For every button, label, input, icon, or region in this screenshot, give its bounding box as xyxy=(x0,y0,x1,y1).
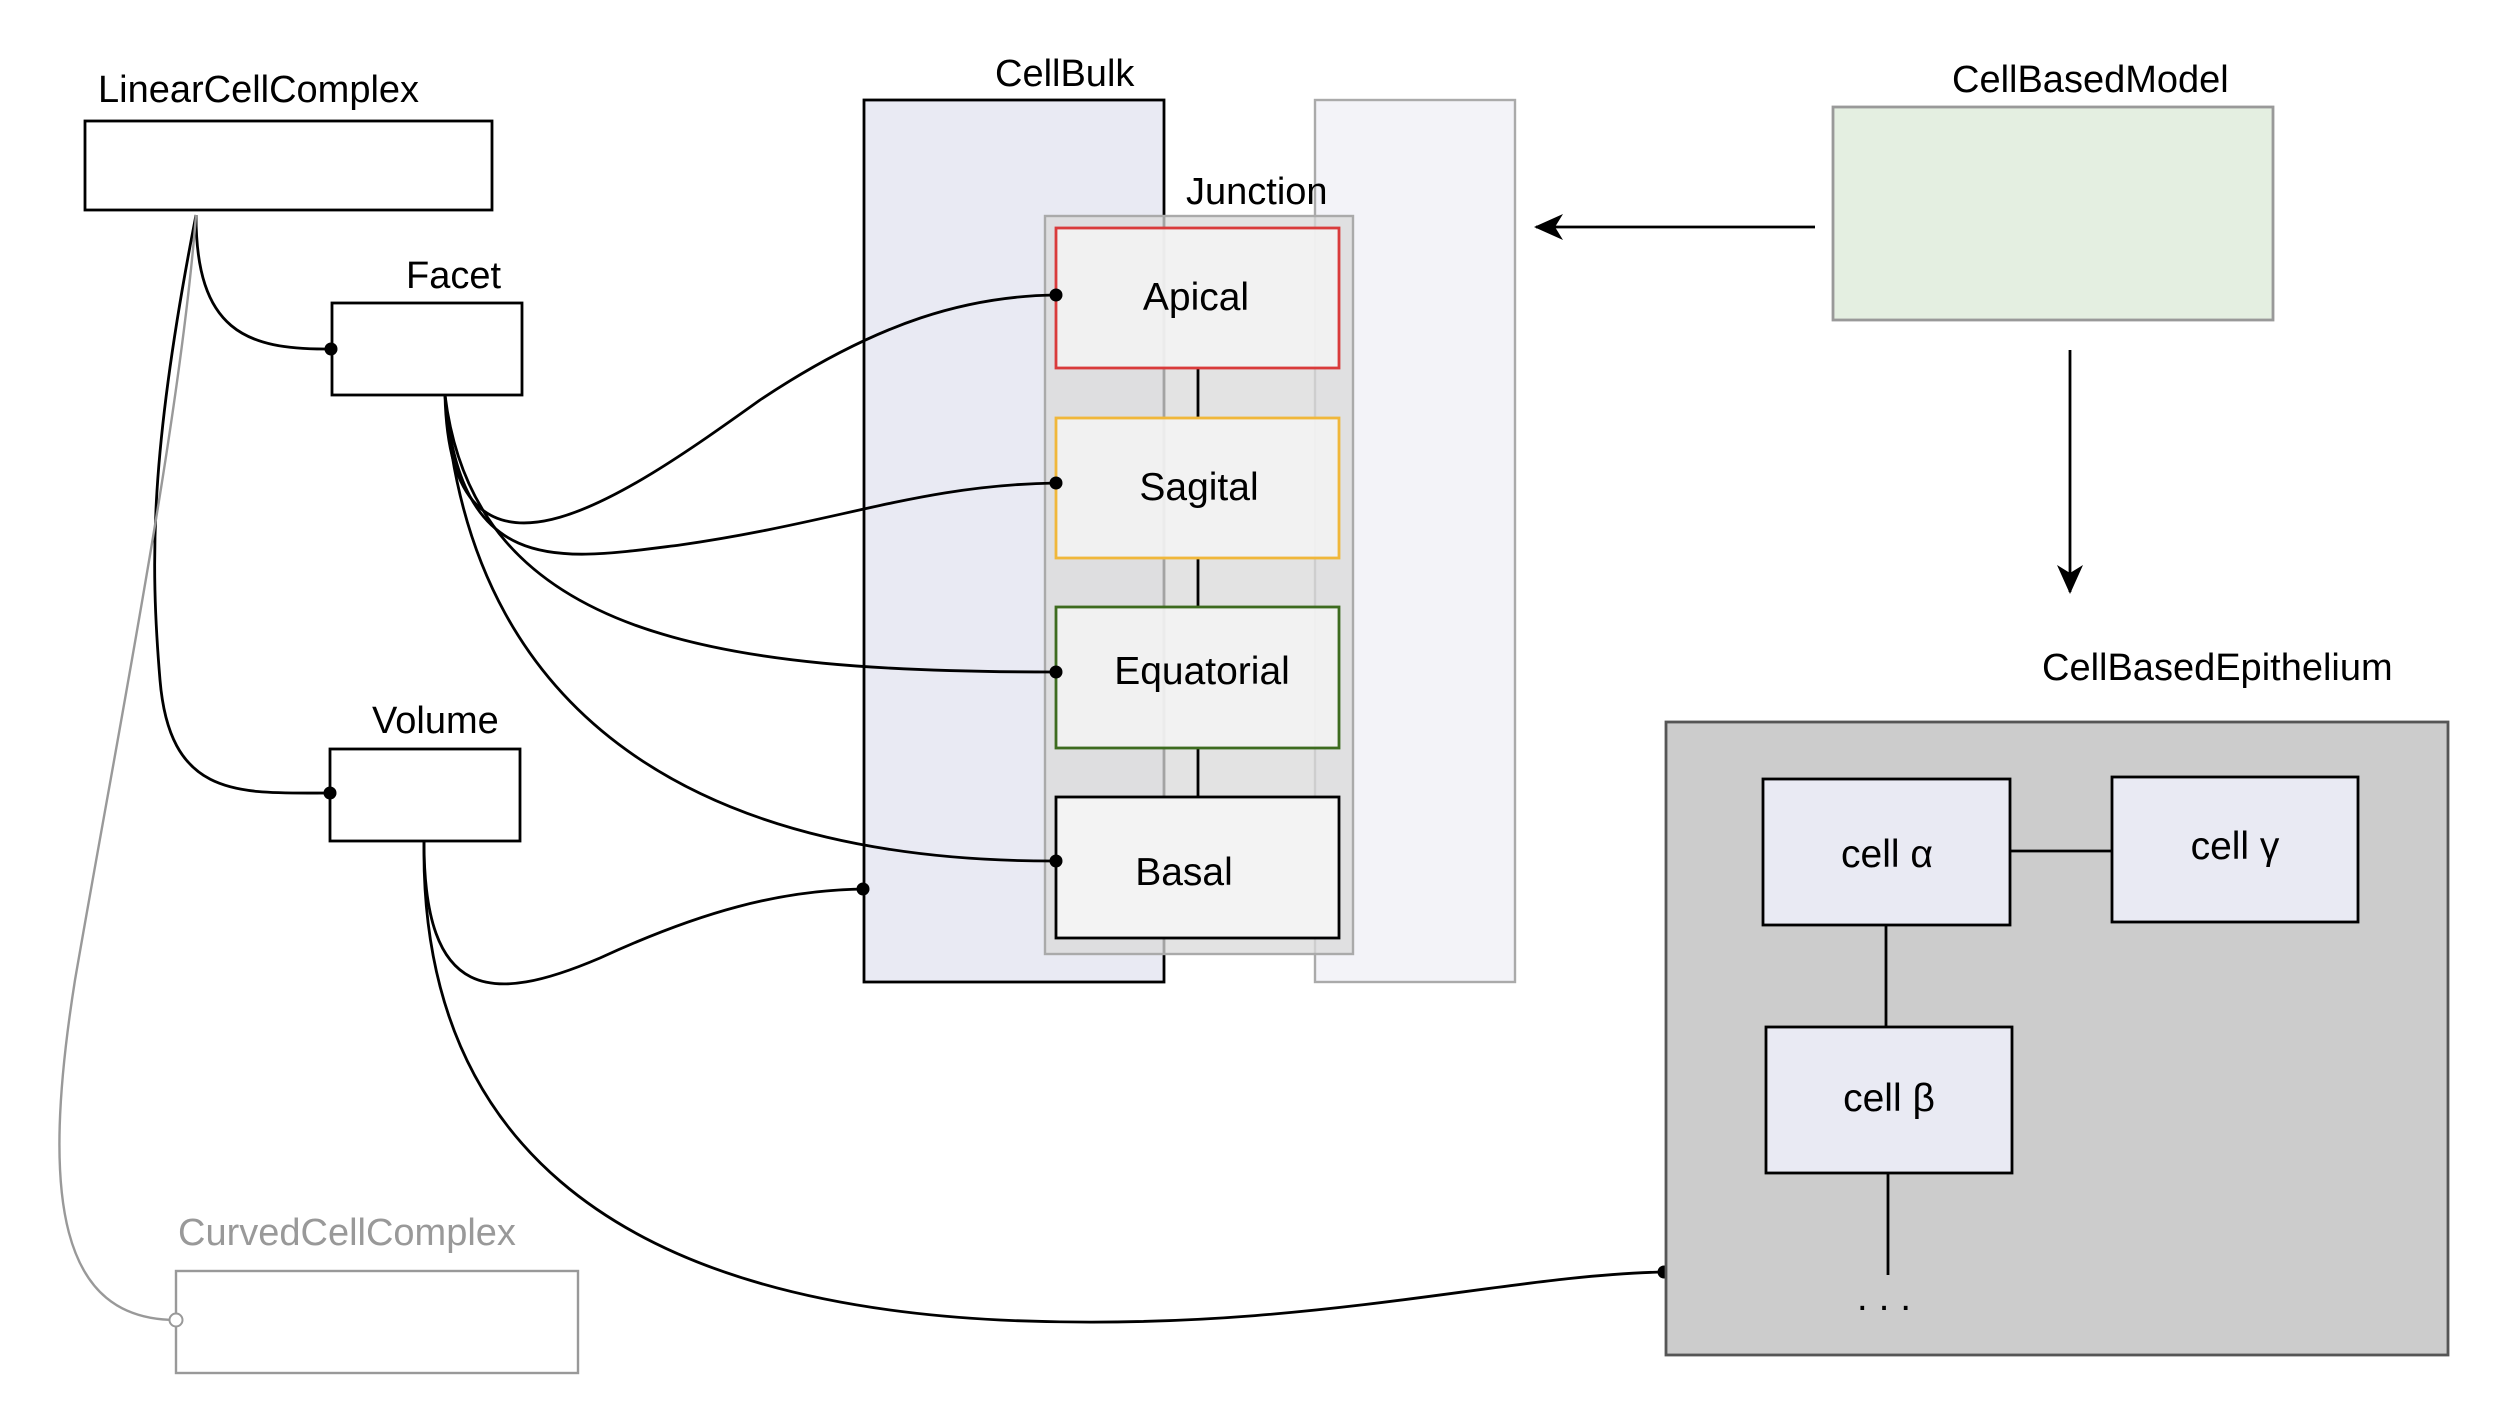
basal-port-dot xyxy=(1049,854,1063,868)
equatorial-label: Equatorial xyxy=(1114,650,1290,693)
facet-to-basal-wire xyxy=(443,394,1057,863)
apical-port-dot xyxy=(1049,288,1063,302)
linear-to-facet-wire xyxy=(194,214,331,351)
cell-beta-label: cell β xyxy=(1843,1077,1935,1120)
cell-bulk-label: CellBulk xyxy=(995,53,1135,95)
linear-cell-complex-label: LinearCellComplex xyxy=(98,69,419,111)
volume-to-cellbulk-wire xyxy=(422,841,865,986)
volume-label: Volume xyxy=(372,700,499,742)
cell-beta-box xyxy=(1764,1025,2014,1175)
curved-cell-complex-label: CurvedCellComplex xyxy=(178,1212,516,1254)
cell-based-epithelium-label: CellBasedEpithelium xyxy=(2042,647,2393,689)
junction-label: Junction xyxy=(1186,171,1328,213)
sagital-box xyxy=(1054,416,1341,560)
curved-port-dot xyxy=(168,1312,184,1328)
cell-alpha-box xyxy=(1761,777,2012,927)
cell-based-model-box xyxy=(1831,105,2275,322)
curved-cell-complex-box xyxy=(174,1269,580,1375)
cell-based-model-label: CellBasedModel xyxy=(1952,59,2229,101)
facet-to-equatorial-wire xyxy=(443,394,1057,674)
equatorial-box xyxy=(1054,605,1341,750)
sagital-port-dot xyxy=(1049,476,1063,490)
facet-box xyxy=(330,301,524,397)
cellbulk-port-dot xyxy=(856,882,870,896)
sagital-label: Sagital xyxy=(1139,466,1258,509)
cell-gamma-label: cell γ xyxy=(2191,825,2280,868)
basal-label: Basal xyxy=(1135,851,1233,894)
facet-port-dot xyxy=(324,342,338,356)
facet-to-sagital-wire xyxy=(443,394,1057,556)
linear-to-curved-wire xyxy=(58,214,198,1322)
cell-alpha-label: cell α xyxy=(1841,833,1933,876)
cell-gamma-box xyxy=(2110,775,2360,924)
facet-label: Facet xyxy=(406,255,501,297)
cells-ellipsis: . . . xyxy=(1857,1276,1911,1319)
volume-to-epithelium-wire xyxy=(422,841,1665,1324)
basal-box xyxy=(1054,795,1341,940)
linear-to-volume-wire xyxy=(153,214,331,795)
equatorial-port-dot xyxy=(1049,665,1063,679)
volume-box xyxy=(328,747,522,843)
apical-label: Apical xyxy=(1143,276,1249,319)
linear-cell-complex-box xyxy=(83,119,494,212)
apical-box xyxy=(1054,226,1341,370)
volume-port-dot xyxy=(323,786,337,800)
